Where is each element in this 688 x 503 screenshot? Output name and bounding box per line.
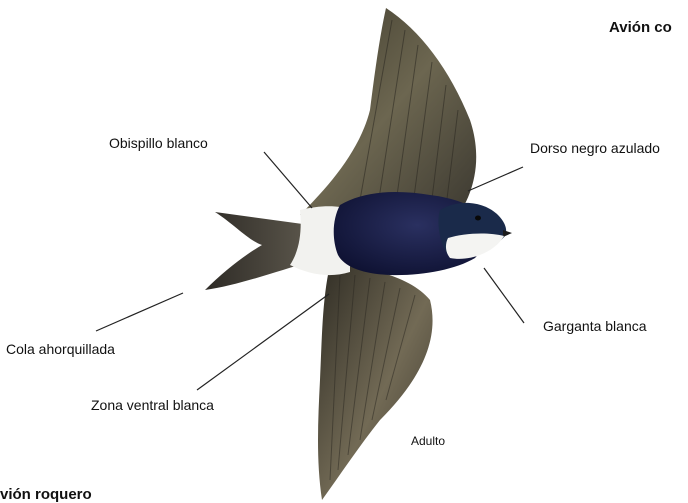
label-dorso-negro-azulado: Dorso negro azulado (530, 140, 660, 156)
label-garganta-blanca: Garganta blanca (543, 318, 647, 334)
label-obispillo-blanco: Obispillo blanco (109, 135, 208, 151)
forked-tail (205, 212, 310, 290)
white-throat (446, 234, 504, 259)
eye (475, 216, 481, 221)
title-bottom-left: vión roquero (0, 486, 92, 503)
title-top-right: Avión co (609, 19, 672, 36)
label-adulto: Adulto (411, 433, 445, 449)
label-zona-ventral-blanca: Zona ventral blanca (91, 397, 214, 413)
label-cola-ahorquillada: Cola ahorquillada (6, 341, 115, 357)
beak (503, 230, 512, 237)
